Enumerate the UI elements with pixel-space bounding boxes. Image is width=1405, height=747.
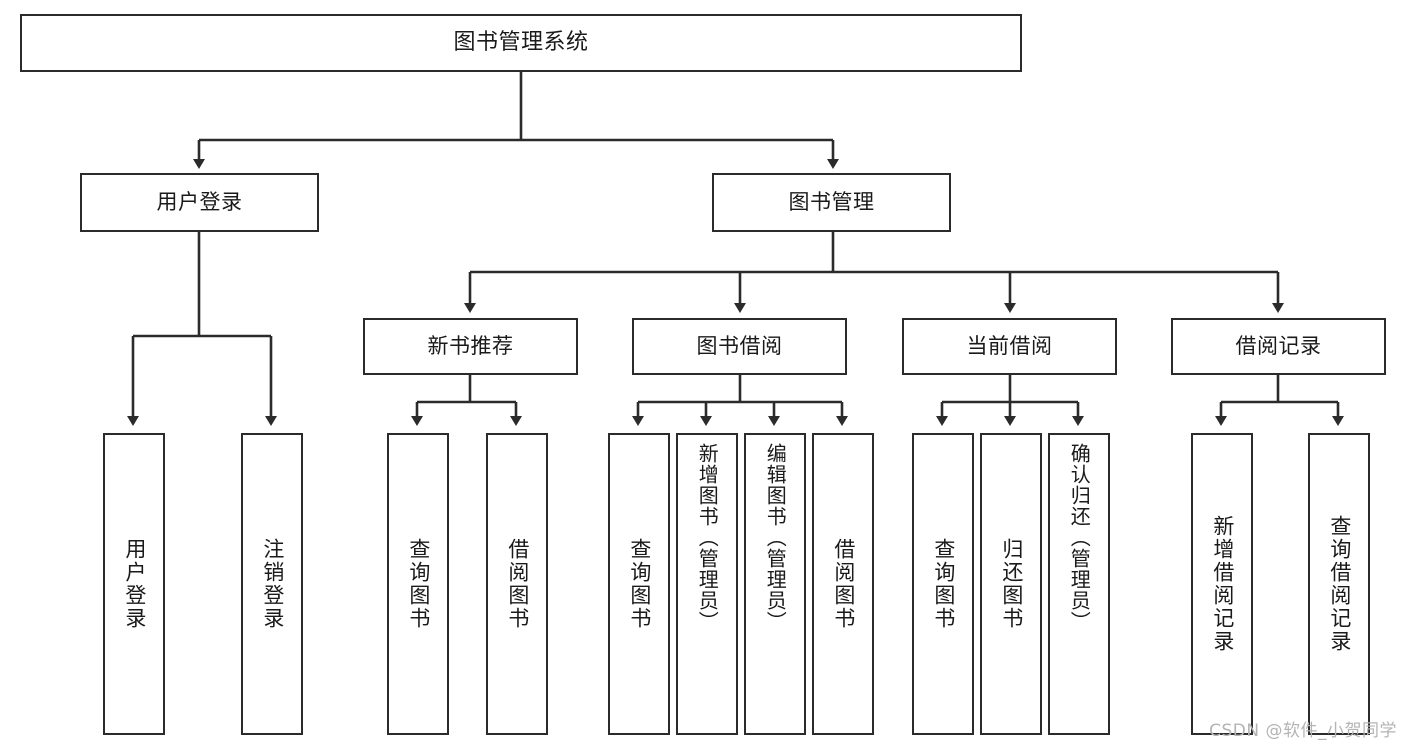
node-leaf-query-book-2[interactable]: 查询图书 — [608, 433, 670, 735]
node-leaf-confirm-return[interactable]: 确认归还（管理员） — [1048, 433, 1110, 735]
node-new-book-recommend-label: 新书推荐 — [427, 334, 514, 359]
node-root-label: 图书管理系统 — [453, 30, 589, 56]
node-leaf-query-book-3-label: 查询图书 — [931, 538, 956, 630]
node-borrow-record[interactable]: 借阅记录 — [1171, 318, 1386, 375]
node-leaf-return-book[interactable]: 归还图书 — [980, 433, 1042, 735]
node-leaf-query-book-1-label: 查询图书 — [406, 538, 431, 630]
node-leaf-edit-book[interactable]: 编辑图书（管理员） — [744, 433, 806, 735]
node-leaf-edit-book-label: 编辑图书（管理员） — [763, 443, 788, 632]
node-leaf-add-book-label: 新增图书（管理员） — [695, 443, 720, 632]
node-new-book-recommend[interactable]: 新书推荐 — [363, 318, 578, 375]
node-leaf-borrow-book-1-label: 借阅图书 — [505, 538, 530, 630]
node-current-borrow[interactable]: 当前借阅 — [902, 318, 1117, 375]
watermark-text: CSDN @软件_小贺同学 — [1209, 721, 1397, 741]
node-book-borrow-label: 图书借阅 — [696, 334, 783, 359]
node-leaf-borrow-book-1[interactable]: 借阅图书 — [486, 433, 548, 735]
node-leaf-query-record[interactable]: 查询借阅记录 — [1308, 433, 1370, 735]
node-leaf-query-book-3[interactable]: 查询图书 — [912, 433, 974, 735]
node-book-manage[interactable]: 图书管理 — [712, 173, 951, 232]
node-leaf-logout[interactable]: 注销登录 — [241, 433, 303, 735]
node-book-borrow[interactable]: 图书借阅 — [632, 318, 847, 375]
node-leaf-return-book-label: 归还图书 — [999, 538, 1024, 630]
node-leaf-add-record-label: 新增借阅记录 — [1210, 515, 1235, 653]
node-borrow-record-label: 借阅记录 — [1235, 334, 1322, 359]
node-leaf-borrow-book-2[interactable]: 借阅图书 — [812, 433, 874, 735]
node-leaf-add-book[interactable]: 新增图书（管理员） — [676, 433, 738, 735]
node-user-login[interactable]: 用户登录 — [80, 173, 319, 232]
node-leaf-user-login-label: 用户登录 — [122, 538, 147, 630]
node-leaf-logout-label: 注销登录 — [260, 538, 285, 630]
node-leaf-add-record[interactable]: 新增借阅记录 — [1191, 433, 1253, 735]
node-leaf-user-login[interactable]: 用户登录 — [103, 433, 165, 735]
node-leaf-borrow-book-2-label: 借阅图书 — [831, 538, 856, 630]
node-leaf-query-book-1[interactable]: 查询图书 — [387, 433, 449, 735]
node-leaf-query-book-2-label: 查询图书 — [627, 538, 652, 630]
node-user-login-label: 用户登录 — [156, 190, 243, 215]
node-current-borrow-label: 当前借阅 — [966, 334, 1053, 359]
node-leaf-confirm-return-label: 确认归还（管理员） — [1067, 443, 1092, 632]
node-leaf-query-record-label: 查询借阅记录 — [1327, 515, 1352, 653]
node-root[interactable]: 图书管理系统 — [20, 14, 1022, 72]
node-book-manage-label: 图书管理 — [788, 190, 875, 215]
